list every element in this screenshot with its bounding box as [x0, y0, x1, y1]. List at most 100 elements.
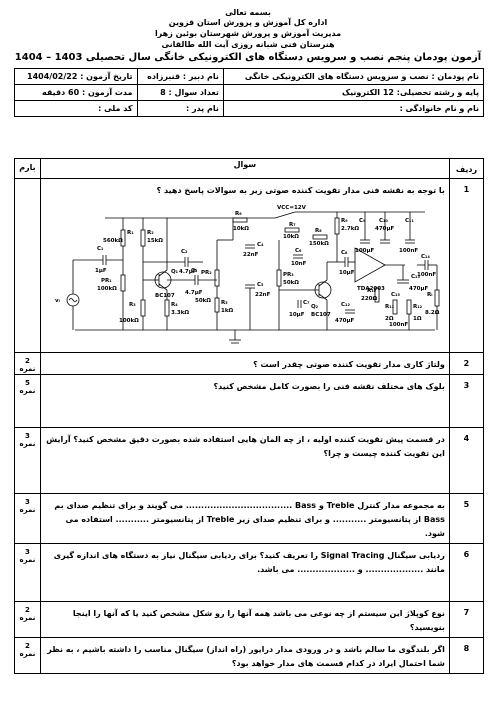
- question-row: 8 اگر بلندگوی ما سالم باشد و در ورودی مد…: [14, 637, 485, 674]
- c7-value: 10µF: [289, 312, 305, 318]
- question-number: 1: [448, 178, 485, 353]
- basmala: بسمه تعالی: [225, 8, 271, 17]
- r2-value: 15kΩ: [147, 238, 163, 244]
- pr3-label: PR₃: [283, 272, 294, 278]
- question-text: بلوک های مختلف نقشه فنی را بصورت کامل مش…: [39, 374, 450, 428]
- ic-label: TDA2003: [357, 286, 385, 292]
- c3-label: C₃: [191, 268, 198, 274]
- question-number: 2: [448, 352, 485, 375]
- father-name-field[interactable]: نام پدر :: [136, 100, 224, 117]
- r5-label: R₅: [221, 300, 228, 306]
- question-count: تعداد سوال : 8: [136, 84, 224, 101]
- c6-value: 10nF: [291, 261, 307, 267]
- question-cell: با توجه به نقشه فنی مدار تقویت کننده صوت…: [39, 178, 450, 353]
- c9-label: C₉: [359, 218, 366, 224]
- question-text: در قسمت پیش تقویت کننده اولیه ، از چه ال…: [39, 427, 450, 494]
- teacher-name: نام دبیر : قنبرزاده: [136, 68, 224, 85]
- question-score: 3 نمره: [14, 543, 41, 602]
- c5-label: C₅: [257, 282, 264, 288]
- question-text: ولتاژ کاری مدار تقویت کننده صوتی چقدر اس…: [39, 352, 450, 375]
- col-score-header: بارم: [14, 158, 41, 179]
- pr1-label: PR₁: [101, 278, 112, 284]
- c1-label: C₁: [97, 246, 104, 252]
- c2-label: C₂: [181, 249, 188, 255]
- c6-label: C₆: [295, 248, 302, 254]
- r6-label: R₆: [235, 211, 242, 217]
- c8-label: C₈: [341, 250, 348, 256]
- question-row: 2 ولتاژ کاری مدار تقویت کننده صوتی چقدر …: [14, 352, 485, 375]
- question-score: 2 نمره: [14, 601, 41, 638]
- pr1-value: 100kΩ: [97, 286, 117, 292]
- exam-title: آزمون پودمان پنجم نصب و سرویس دستگاه های…: [14, 52, 482, 63]
- question-row: 6 ردیابی سیگنال Signal Tracing را تعریف …: [14, 543, 485, 602]
- c4-value: 22nF: [243, 252, 259, 258]
- c15-value: 100nF: [389, 322, 408, 328]
- vcc-label: VCC=12V: [277, 205, 307, 211]
- questions-table: ردیف سوال بارم 1 با توجه به نقشه فنی مدا…: [14, 158, 485, 674]
- question-text: اگر بلندگوی ما سالم باشد و در ورودی مدار…: [39, 637, 450, 674]
- question-score: 2 نمره: [14, 352, 41, 375]
- c14-value: 100nF: [417, 272, 436, 278]
- r5-value: 1kΩ: [221, 308, 233, 314]
- header-line-2: مدیریت آموزش و پرورش شهرستان بوئین زهرا: [154, 29, 342, 38]
- question-number: 8: [448, 637, 485, 674]
- r4-value: 3.3kΩ: [171, 310, 189, 316]
- question-number: 3: [448, 374, 485, 428]
- exam-info-table: نام پودمان : نصب و سرویس دستگاه های الکت…: [14, 68, 485, 117]
- r4-label: R₄: [171, 302, 178, 308]
- r11-value: 2Ω: [385, 316, 394, 322]
- question-number: 4: [448, 427, 485, 494]
- c9-value: 100µF: [355, 248, 375, 254]
- header-line-1: اداره کل آموزش و پرورش استان قزوین: [168, 18, 328, 27]
- question-row: 7 نوع کوپلاژ این سیستم از چه نوعی می باش…: [14, 601, 485, 638]
- r2-label: R₂: [147, 230, 154, 236]
- national-id-field[interactable]: کد ملی :: [14, 100, 138, 117]
- question-score: 3 نمره: [14, 493, 41, 544]
- c11-label: C₁₁: [405, 218, 414, 224]
- r10-label: R₁₀: [367, 288, 377, 294]
- r1-value: 560kΩ: [103, 238, 123, 244]
- c7-label: C₇: [303, 300, 310, 306]
- pr2-value: 50kΩ: [195, 298, 211, 304]
- r8-value: 150kΩ: [309, 241, 329, 247]
- question-row: 5 به مجموعه مدار کنترل Treble و Bass ...…: [14, 493, 485, 544]
- question-row: 3 بلوک های مختلف نقشه فنی را بصورت کامل …: [14, 374, 485, 428]
- question-text: به مجموعه مدار کنترل Treble و Bass .....…: [39, 493, 450, 544]
- col-number-header: ردیف: [448, 158, 485, 179]
- c12-value: 470µF: [335, 318, 355, 324]
- student-name-field[interactable]: نام و نام خانوادگی :: [222, 100, 485, 117]
- q2-label: Q₂: [311, 304, 319, 310]
- pr2-label: PR₂: [201, 270, 212, 276]
- q1-label: Q₁: [171, 269, 179, 275]
- rl-label: Rₗ: [427, 292, 432, 298]
- course-name: نام پودمان : نصب و سرویس دستگاه های الکت…: [222, 68, 485, 85]
- q1-value: BC107: [155, 293, 175, 299]
- question-number: 7: [448, 601, 485, 638]
- col-question-header: سوال: [39, 158, 450, 179]
- c14-label: C₁₄: [421, 254, 430, 260]
- pr3-value: 50kΩ: [283, 280, 299, 286]
- r9-label: R₉: [341, 218, 348, 224]
- c10-label: C₁₀: [379, 218, 388, 224]
- question-number: 6: [448, 543, 485, 602]
- table-header-row: ردیف سوال بارم: [14, 158, 485, 179]
- question-text: با توجه به نقشه فنی مدار تقویت کننده صوت…: [156, 186, 445, 195]
- r3-value: 100kΩ: [119, 318, 139, 324]
- question-row: 4 در قسمت پیش تقویت کننده اولیه ، از چه …: [14, 427, 485, 494]
- r12-label: R₁₂: [413, 304, 423, 310]
- r1-label: R₁: [127, 230, 134, 236]
- r12-value: 1Ω: [413, 316, 422, 322]
- c15-label: C₁₅: [391, 292, 400, 298]
- input-label: vᵢ: [55, 298, 60, 304]
- grade-field: پایه و رشته تحصیلی: 12 الکترونیک: [222, 84, 485, 101]
- c8-value: 10µF: [339, 270, 355, 276]
- exam-date: تاریخ آزمون : 1404/02/22: [14, 68, 138, 85]
- question-text: نوع کوپلاژ این سیستم از چه نوعی می باشد …: [39, 601, 450, 638]
- c2-value: 4.7µF: [179, 269, 197, 275]
- header-line-3: هنرستان فنی شبانه روزی آیت الله طالقانی: [161, 40, 335, 49]
- c5-value: 22nF: [255, 292, 271, 298]
- question-text: ردیابی سیگنال Signal Tracing را تعریف کن…: [39, 543, 450, 602]
- question-score: 3 نمره: [14, 427, 41, 494]
- r3-label: R₃: [129, 302, 136, 308]
- question-number: 5: [448, 493, 485, 544]
